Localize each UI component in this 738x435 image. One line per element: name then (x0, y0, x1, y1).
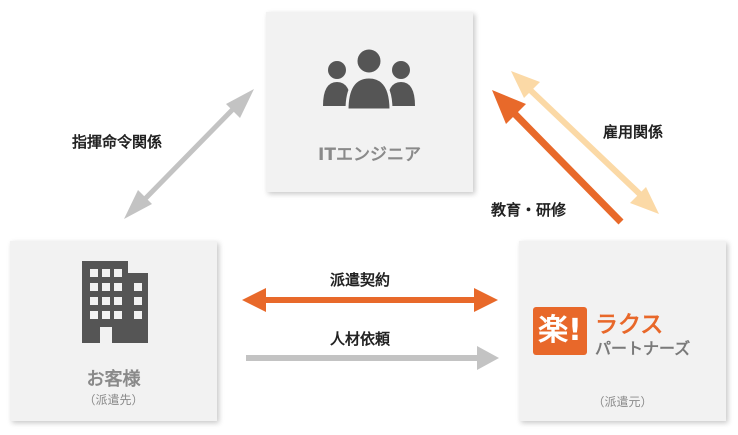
partner-logo: 楽! (533, 307, 587, 355)
command-label: 指揮命令関係 (72, 133, 163, 151)
partner-logo-line1: ラクス (595, 312, 664, 338)
command-arrow (124, 89, 254, 219)
training-arrow (492, 90, 624, 225)
engineer-card: ITエンジニア (266, 12, 473, 192)
training-label: 教育・研修 (491, 201, 567, 219)
dispatch-contract-label: 派遣契約 (330, 271, 391, 289)
employment-label: 雇用関係 (603, 123, 664, 141)
staff-request-label: 人材依頼 (330, 330, 391, 348)
engineer-title: ITエンジニア (318, 145, 421, 165)
dispatch-contract-arrow (242, 288, 498, 312)
customer-title: お客様 (86, 369, 141, 390)
staff-request-arrow (246, 346, 499, 370)
employment-arrow (511, 71, 659, 214)
customer-card: お客様 （派遣先） (10, 241, 217, 421)
partner-logo-line2: パートナーズ (595, 339, 691, 358)
partner-card: 楽! ラクス パートナーズ （派遣元） (519, 241, 726, 421)
building-icon (82, 261, 148, 343)
customer-sub: （派遣先） (83, 393, 144, 407)
partner-sub: （派遣元） (592, 395, 653, 409)
people-group-icon (323, 46, 415, 112)
